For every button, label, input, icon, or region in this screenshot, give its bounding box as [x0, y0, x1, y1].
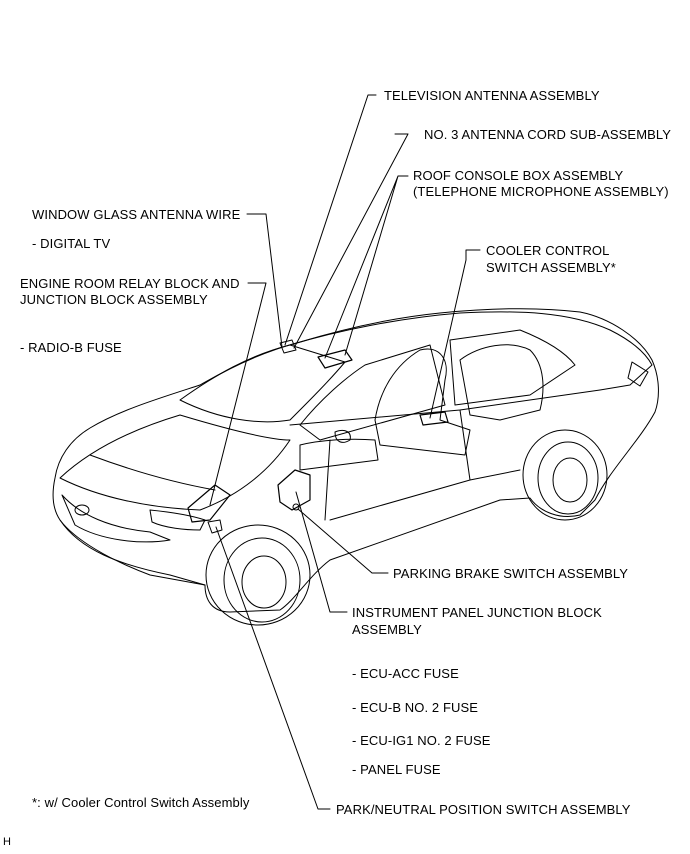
door-line-front [324, 409, 471, 521]
tv-antenna [279, 339, 297, 354]
ip-junction-label-1: INSTRUMENT PANEL JUNCTION BLOCK [352, 605, 602, 620]
parking-brake-label: PARKING BRAKE SWITCH ASSEMBLY [393, 566, 629, 581]
front-bumper [59, 519, 206, 586]
parking-brake-switch [292, 503, 300, 511]
cooler-label-2: SWITCH ASSEMBLY* [486, 260, 616, 275]
cooler-label-1: COOLER CONTROL [486, 243, 610, 258]
ecu-acc-label: - ECU-ACC FUSE [352, 666, 459, 681]
side-window-rear [449, 329, 576, 406]
radio-b-label: - RADIO-B FUSE [20, 340, 122, 355]
leader-tv-antenna [284, 94, 377, 346]
front-seat [374, 348, 471, 456]
front-wheel [223, 537, 301, 623]
door-line-rear [329, 469, 521, 521]
leader-roof-console [324, 175, 409, 359]
roof-console-label-1: ROOF CONSOLE BOX ASSEMBLY [413, 168, 624, 183]
engine-room-label-1: ENGINE ROOM RELAY BLOCK AND [20, 276, 240, 291]
leader-cooler [429, 249, 481, 419]
tail-light [627, 361, 649, 387]
belt-line [289, 389, 601, 426]
ecu-b-label: - ECU-B NO. 2 FUSE [352, 700, 479, 715]
leader-window-glass [246, 213, 283, 348]
engine-relay-block [187, 484, 231, 523]
park-neutral-label: PARK/NEUTRAL POSITION SWITCH ASSEMBLY [336, 802, 631, 817]
emblem [74, 504, 90, 516]
dashboard [299, 438, 379, 471]
park-neutral-switch [207, 519, 223, 534]
rear-seat [459, 344, 544, 421]
side-mirror [334, 429, 351, 443]
footnote: *: w/ Cooler Control Switch Assembly [32, 795, 250, 810]
front-wheel-hub [241, 555, 287, 609]
hood [59, 414, 291, 511]
ip-junction-label-2: ASSEMBLY [352, 622, 422, 637]
front-wheel-arch [205, 524, 311, 626]
leader-engine-room [209, 282, 267, 506]
trunk [599, 329, 653, 391]
tv-antenna-label: TELEVISION ANTENNA ASSEMBLY [384, 88, 600, 103]
rear-wheel-hub [552, 457, 588, 503]
corner-mark: H [3, 836, 12, 848]
roof-console-label-2: (TELEPHONE MICROPHONE ASSEMBLY) [413, 184, 669, 199]
leader-ip-junction [295, 491, 348, 613]
cooler-switch [419, 411, 449, 426]
window-glass-label: WINDOW GLASS ANTENNA WIRE [32, 207, 241, 222]
leader-park-neutral [215, 526, 331, 810]
ecu-ig1-label: - ECU-IG1 NO. 2 FUSE [352, 733, 491, 748]
roof-console-box [317, 349, 353, 369]
panel-fuse-label: - PANEL FUSE [352, 762, 441, 777]
rear-wheel-arch [522, 429, 608, 521]
antenna-cord-label: NO. 3 ANTENNA CORD SUB-ASSEMBLY [424, 127, 672, 142]
hood-crease [89, 454, 216, 491]
engine-room-label-2: JUNCTION BLOCK ASSEMBLY [20, 292, 208, 307]
windshield [179, 344, 346, 423]
side-window-front [299, 344, 446, 441]
roof-line [289, 311, 611, 346]
grille [61, 494, 171, 543]
ip-junction-block [277, 469, 311, 511]
leader-antenna-cord [293, 133, 409, 349]
rear-wheel [537, 441, 599, 515]
leader-parking-brake [297, 508, 389, 574]
headlight [149, 509, 206, 531]
digital-tv-label: - DIGITAL TV [32, 236, 111, 251]
